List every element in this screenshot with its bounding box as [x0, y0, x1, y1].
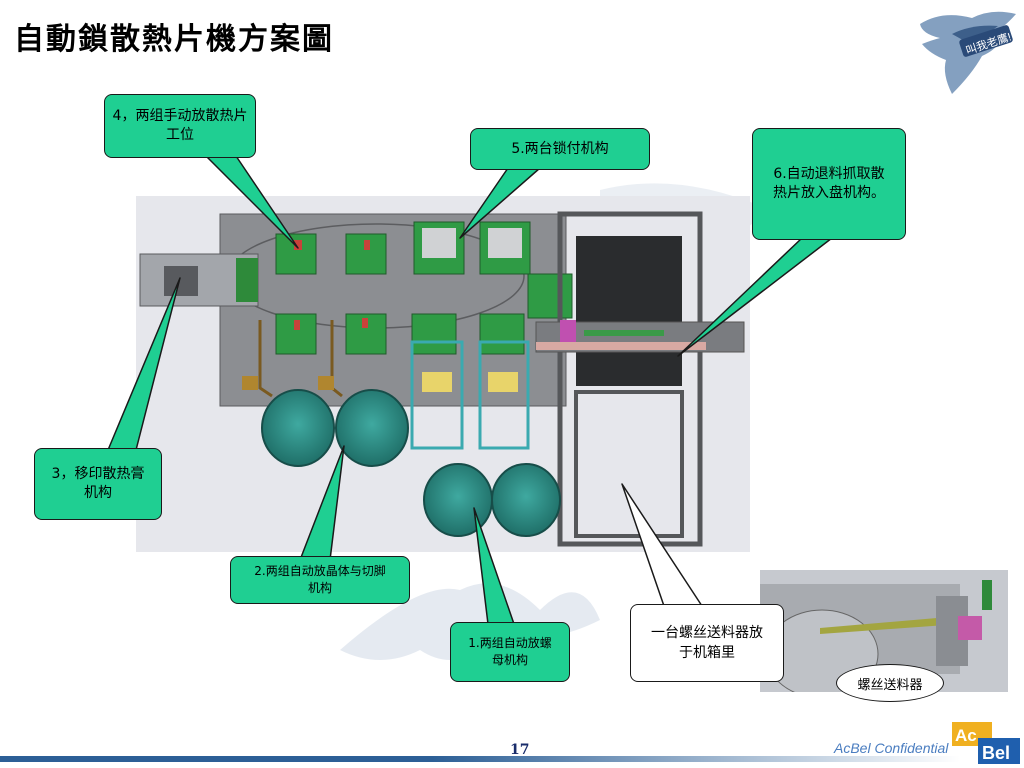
callout-feeder-box: 一台螺丝送料器放于机箱里	[630, 604, 784, 682]
callout-nut-1: 1.两组自动放螺母机构	[450, 622, 570, 682]
confidential-label: AcBel Confidential	[834, 740, 949, 756]
page-number: 17	[510, 742, 530, 758]
machine-rendering	[136, 196, 750, 552]
callout-station-4: 4，两组手动放散热片工位	[104, 94, 256, 158]
callout-locking-5: 5.两台锁付机构	[470, 128, 650, 170]
eagle-logo: 叫我老鷹!	[920, 11, 1016, 94]
acbel-logo-ac: Ac	[955, 726, 977, 745]
acbel-logo: Ac Bel	[952, 722, 1020, 764]
page-title: 自動鎖散熱片機方案圖	[14, 22, 334, 57]
callout-printing-3: 3，移印散热膏机构	[34, 448, 162, 520]
callout-crystal-2: 2.两组自动放晶体与切脚机构	[230, 556, 410, 604]
footer-bar	[0, 756, 960, 762]
acbel-logo-bel: Bel	[982, 743, 1010, 763]
callout-unload-6: 6.自动退料抓取散热片放入盘机构。	[752, 128, 906, 240]
feeder-label: 螺丝送料器	[836, 664, 944, 702]
